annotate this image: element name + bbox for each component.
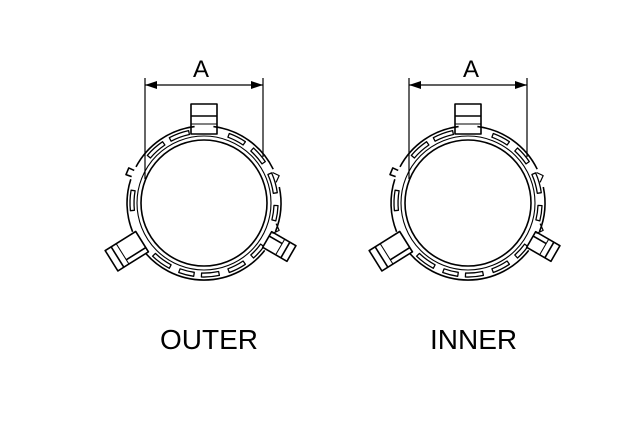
inner-top-tab xyxy=(454,103,482,135)
outer-slot-9 xyxy=(267,172,278,194)
inner-slot-8 xyxy=(535,204,543,222)
outer-slot-3 xyxy=(151,252,172,269)
inner-band-circle xyxy=(400,135,536,271)
inner-rim-arc-3 xyxy=(538,186,546,233)
outer-right-lug-rib-2 xyxy=(275,238,286,256)
outer-flat-0 xyxy=(272,171,280,183)
outer-caption: OUTER xyxy=(160,324,258,355)
inner-rim-arc-2 xyxy=(406,249,530,281)
inner-left-lug-rib-2 xyxy=(379,243,394,265)
inner-right-lug-body xyxy=(525,230,561,263)
outer-right-lug-body xyxy=(261,230,297,263)
inner-arrow-right xyxy=(515,81,527,89)
outer-slot-11 xyxy=(227,132,247,146)
outer-right-lug xyxy=(261,230,297,263)
outer-rim-arc-3 xyxy=(274,186,282,233)
outer-rim-arc-2 xyxy=(142,249,266,281)
inner-left-lug xyxy=(368,230,414,272)
outer-bore-circle xyxy=(140,139,268,267)
inner-dimension-label: A xyxy=(463,56,480,83)
outer-flat-1 xyxy=(272,223,280,235)
outer-arrow-left xyxy=(145,81,157,89)
inner-right-lug-rib-2 xyxy=(539,238,550,256)
outer-slot-6 xyxy=(227,260,247,274)
inner-right-lug-edge xyxy=(532,235,547,245)
inner-flat-1 xyxy=(536,223,544,235)
inner-ring xyxy=(368,78,561,281)
outer-left-lug-edge xyxy=(125,246,147,261)
outer-rim-arc-1 xyxy=(126,178,134,233)
inner-slot-1 xyxy=(410,141,430,159)
inner-slot-7 xyxy=(514,243,529,259)
outer-band-circle xyxy=(136,135,272,271)
outer-left-lug xyxy=(104,230,150,272)
outer-slot-0 xyxy=(168,129,191,142)
inner-slot-6 xyxy=(491,260,511,274)
inner-left-lug-body xyxy=(368,230,414,272)
outer-dimension-label: A xyxy=(193,56,210,83)
inner-slot-9 xyxy=(531,172,542,194)
outer-rim-arc-4 xyxy=(213,125,274,170)
inner-notch-0 xyxy=(389,167,399,178)
outer-left-lug-body xyxy=(104,230,150,272)
inner-slot-10 xyxy=(514,147,530,165)
outer-arrow-right xyxy=(251,81,263,89)
outer-rim-arc-0 xyxy=(135,125,195,168)
outer-top-tab xyxy=(190,103,218,135)
inner-rim-arc-0 xyxy=(399,125,459,168)
inner-slot-11 xyxy=(491,132,511,146)
inner-left-lug-edge xyxy=(389,246,411,261)
inner-slot-0 xyxy=(432,129,455,142)
outer-slot-2 xyxy=(129,189,136,212)
outer-left-lug-rib-2 xyxy=(115,243,130,265)
outer-notch-0 xyxy=(125,167,135,178)
outer-right-lug-rib-1 xyxy=(280,241,291,259)
inner-right-lug xyxy=(525,230,561,263)
outer-slot-10 xyxy=(250,147,266,165)
inner-right-lug-rib-1 xyxy=(544,241,555,259)
inner-slot-5 xyxy=(464,270,485,278)
inner-slot-2 xyxy=(393,189,400,212)
inner-arrow-left xyxy=(409,81,421,89)
outer-ring xyxy=(104,78,297,281)
inner-caption: INNER xyxy=(430,324,518,355)
outer-slot-1 xyxy=(146,141,166,159)
inner-rim-arc-1 xyxy=(390,178,398,233)
outer-left-lug-rib-1 xyxy=(110,246,125,268)
inner-left-lug-rib-1 xyxy=(374,246,389,268)
outer-right-lug-edge xyxy=(268,235,283,245)
outer-slot-8 xyxy=(271,204,279,222)
outer-slot-5 xyxy=(200,270,221,278)
inner-slot-3 xyxy=(415,252,436,269)
inner-flat-0 xyxy=(536,171,544,183)
outer-slot-4 xyxy=(178,268,195,277)
inner-rim-arc-4 xyxy=(477,125,538,170)
outer-slot-7 xyxy=(250,243,265,259)
inner-slot-4 xyxy=(442,268,459,277)
inner-bore-circle xyxy=(404,139,532,267)
